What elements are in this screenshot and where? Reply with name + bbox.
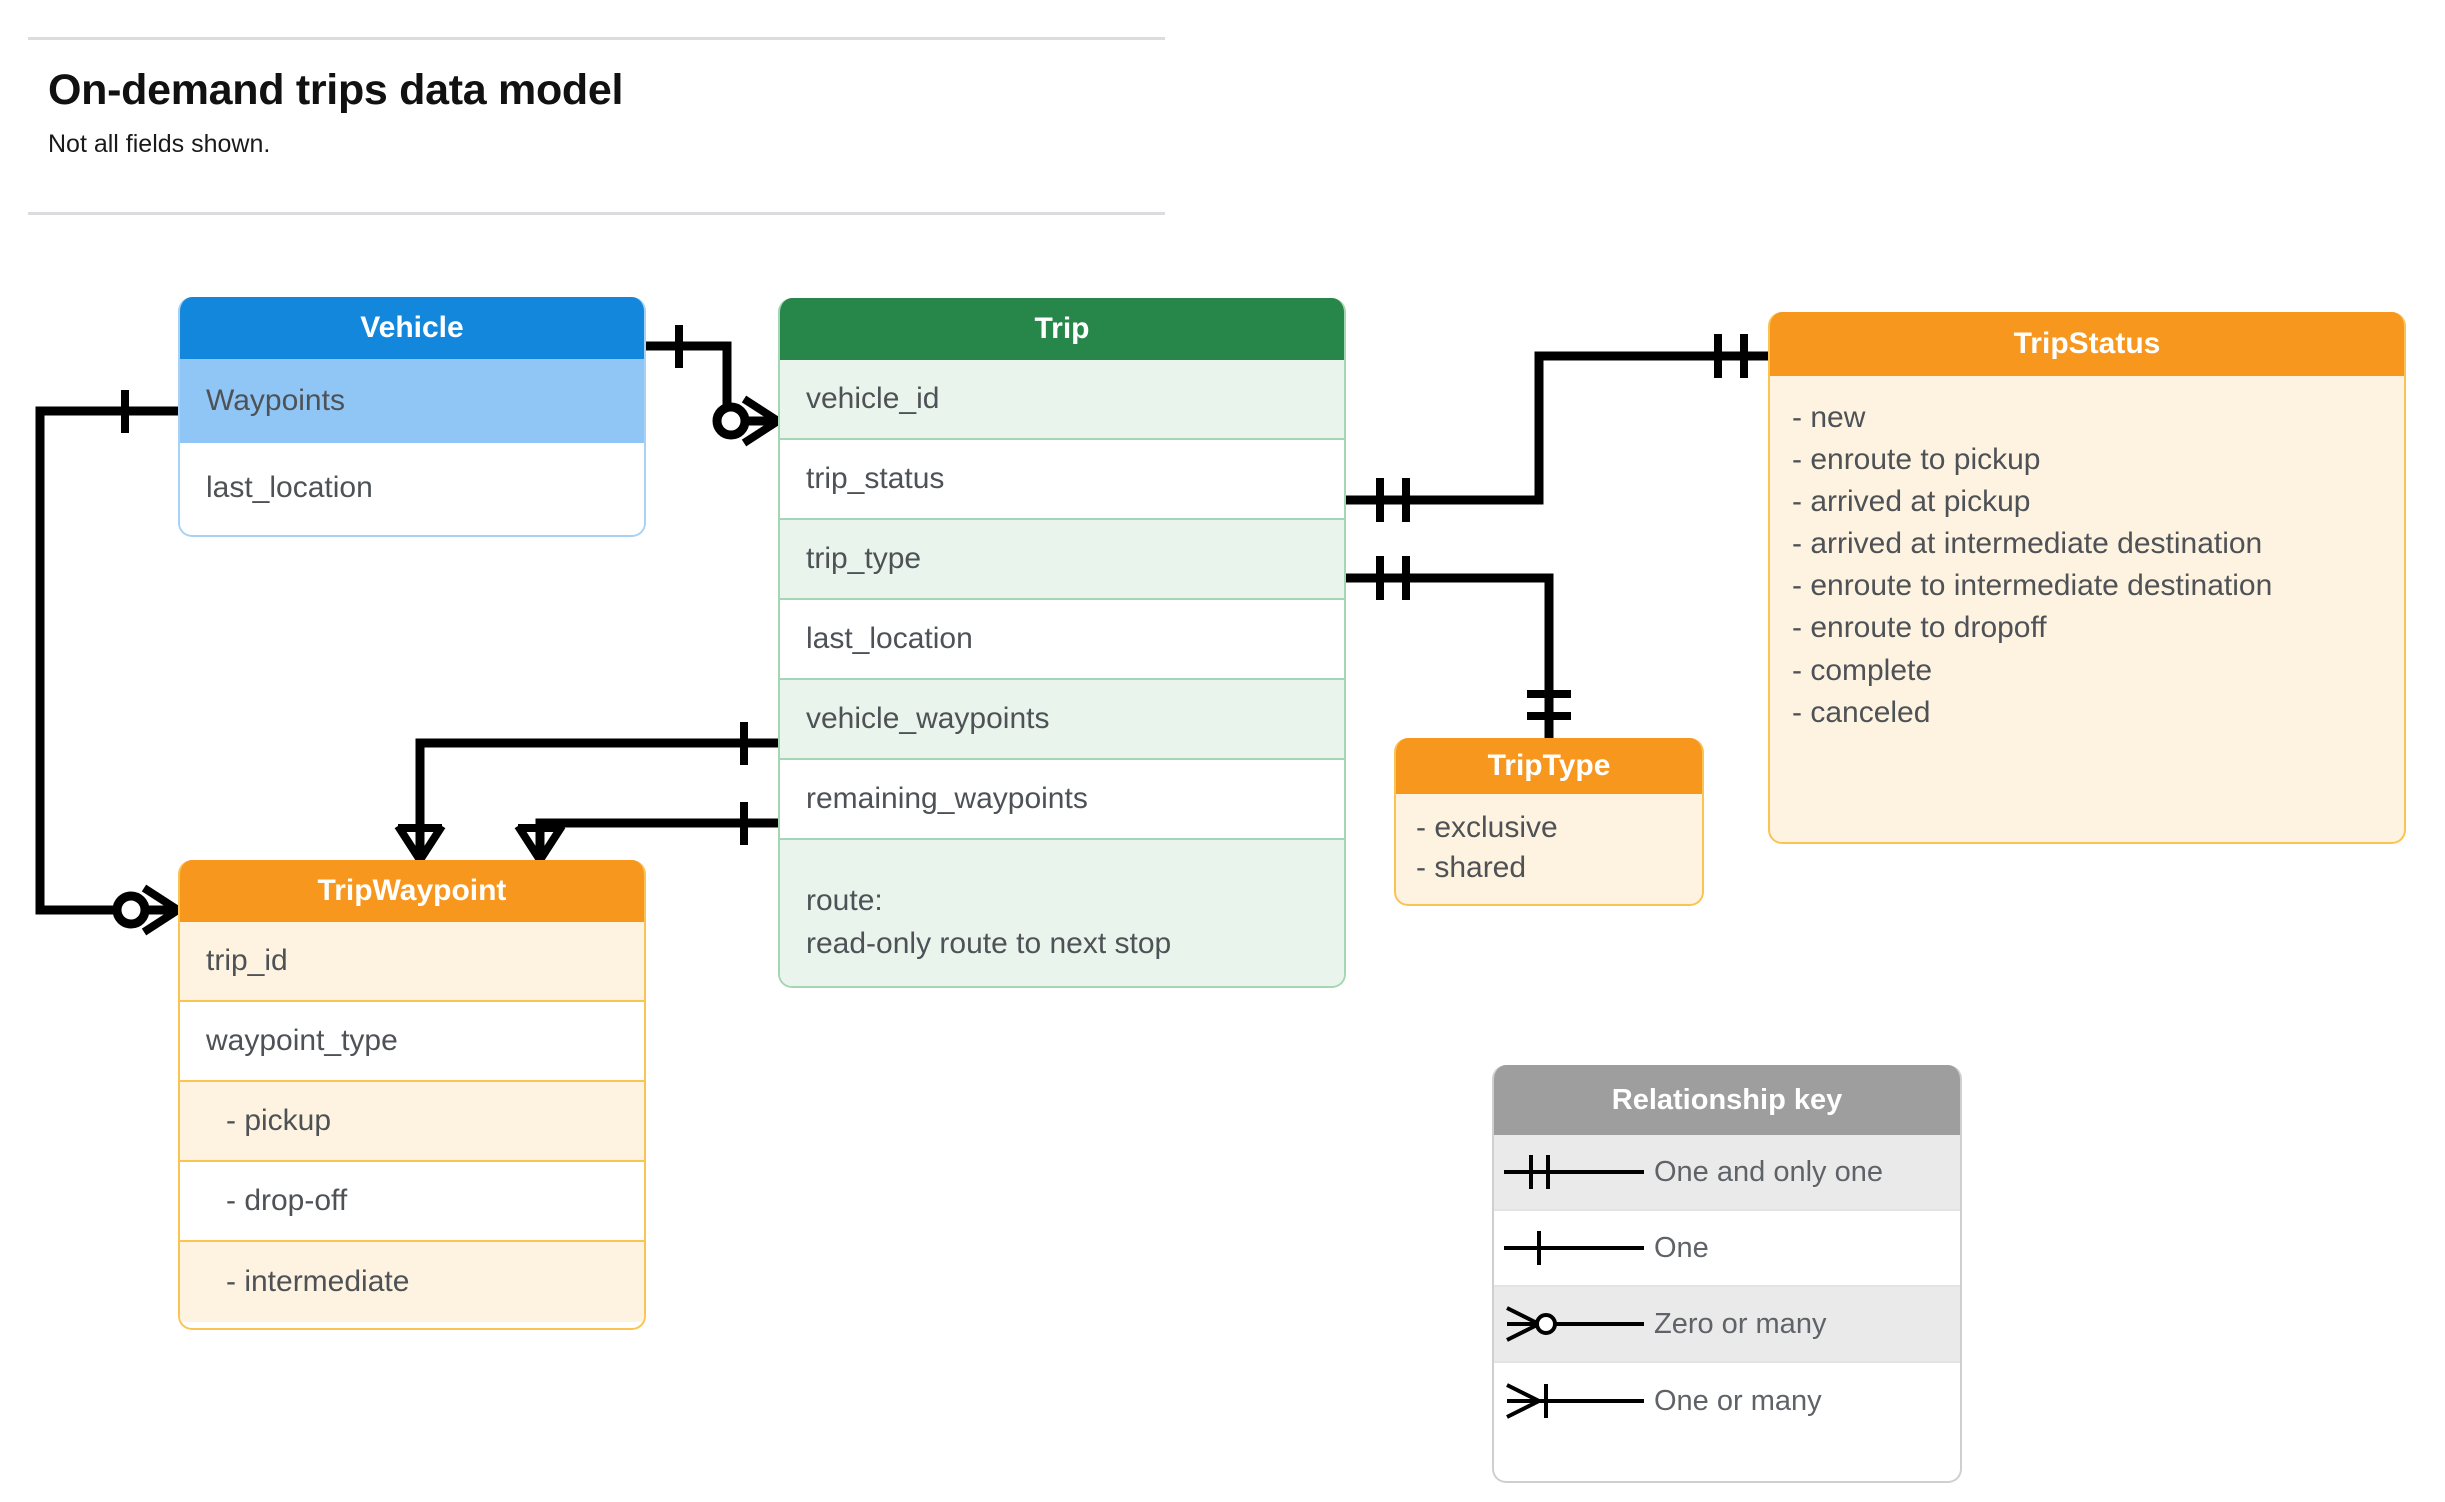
entity-trip[interactable]: Trip vehicle_id trip_status trip_type la… bbox=[778, 298, 1346, 988]
legend-row-zero-or-many: Zero or many bbox=[1494, 1287, 1960, 1363]
list-item: - shared bbox=[1416, 851, 1527, 885]
entity-trip-type-header: TripType bbox=[1396, 738, 1702, 794]
legend-row-one: One bbox=[1494, 1211, 1960, 1287]
waypoint-type-value-dropoff: - drop-off bbox=[180, 1162, 644, 1242]
trip-field-remaining-waypoints: remaining_waypoints bbox=[780, 760, 1344, 840]
one-icon bbox=[1494, 1225, 1654, 1271]
list-item: - canceled bbox=[1792, 695, 1931, 729]
one-and-only-one-icon bbox=[1494, 1149, 1654, 1195]
entity-vehicle[interactable]: Vehicle Waypoints last_location bbox=[178, 297, 646, 537]
trip-route-note: read-only route to next stop bbox=[806, 927, 1172, 960]
list-item: - exclusive bbox=[1416, 811, 1558, 844]
trip-type-value-list: - exclusive - shared bbox=[1396, 794, 1702, 892]
legend-label: One bbox=[1654, 1231, 1709, 1264]
list-item: - enroute to pickup bbox=[1792, 443, 2041, 477]
trip-route-label: route: bbox=[806, 883, 883, 917]
trip-field-route: route: read-only route to next stop bbox=[780, 840, 1344, 986]
zero-or-many-icon bbox=[1494, 1301, 1654, 1347]
one-or-many-icon bbox=[1494, 1378, 1654, 1424]
header-divider-top bbox=[28, 37, 1165, 40]
entity-trip-status[interactable]: TripStatus - new - enroute to pickup - a… bbox=[1768, 312, 2406, 844]
legend-row-one-and-only-one: One and only one bbox=[1494, 1135, 1960, 1211]
trip-status-value-list: - new - enroute to pickup - arrived at p… bbox=[1770, 376, 2404, 739]
relationship-key-panel[interactable]: Relationship key One and only one One bbox=[1492, 1065, 1962, 1483]
legend-label: One or many bbox=[1654, 1384, 1822, 1417]
page-subtitle: Not all fields shown. bbox=[48, 130, 271, 158]
list-item: - enroute to intermediate destination bbox=[1792, 569, 2273, 603]
entity-trip-waypoint[interactable]: TripWaypoint trip_id waypoint_type - pic… bbox=[178, 860, 646, 1330]
trip-field-last-location: last_location bbox=[780, 600, 1344, 680]
legend-label: Zero or many bbox=[1654, 1307, 1827, 1340]
relationship-key-title: Relationship key bbox=[1494, 1065, 1960, 1135]
header-divider-bottom bbox=[28, 212, 1165, 215]
trip-field-vehicle-id: vehicle_id bbox=[780, 360, 1344, 440]
entity-trip-waypoint-header: TripWaypoint bbox=[180, 860, 644, 922]
entity-trip-header: Trip bbox=[780, 298, 1344, 360]
waypoint-type-value-intermediate: - intermediate bbox=[180, 1242, 644, 1322]
trip-waypoint-field-trip-id: trip_id bbox=[180, 922, 644, 1002]
page-title: On-demand trips data model bbox=[48, 66, 624, 114]
trip-field-trip-type: trip_type bbox=[780, 520, 1344, 600]
legend-label: One and only one bbox=[1654, 1155, 1883, 1188]
list-item: - complete bbox=[1792, 653, 1933, 687]
entity-trip-status-header: TripStatus bbox=[1770, 312, 2404, 376]
vehicle-field-waypoints: Waypoints bbox=[180, 359, 644, 443]
entity-trip-type[interactable]: TripType - exclusive - shared bbox=[1394, 738, 1704, 906]
list-item: - arrived at intermediate destination bbox=[1792, 527, 2263, 561]
vehicle-field-last-location: last_location bbox=[180, 443, 644, 533]
entity-vehicle-header: Vehicle bbox=[180, 297, 644, 359]
list-item: - arrived at pickup bbox=[1792, 485, 2031, 519]
trip-waypoint-field-waypoint-type: waypoint_type bbox=[180, 1002, 644, 1082]
trip-field-trip-status: trip_status bbox=[780, 440, 1344, 520]
legend-row-one-or-many: One or many bbox=[1494, 1363, 1960, 1439]
waypoint-type-value-pickup: - pickup bbox=[180, 1082, 644, 1162]
list-item: - enroute to dropoff bbox=[1792, 611, 2047, 645]
list-item: - new bbox=[1792, 401, 1866, 434]
trip-field-vehicle-waypoints: vehicle_waypoints bbox=[780, 680, 1344, 760]
